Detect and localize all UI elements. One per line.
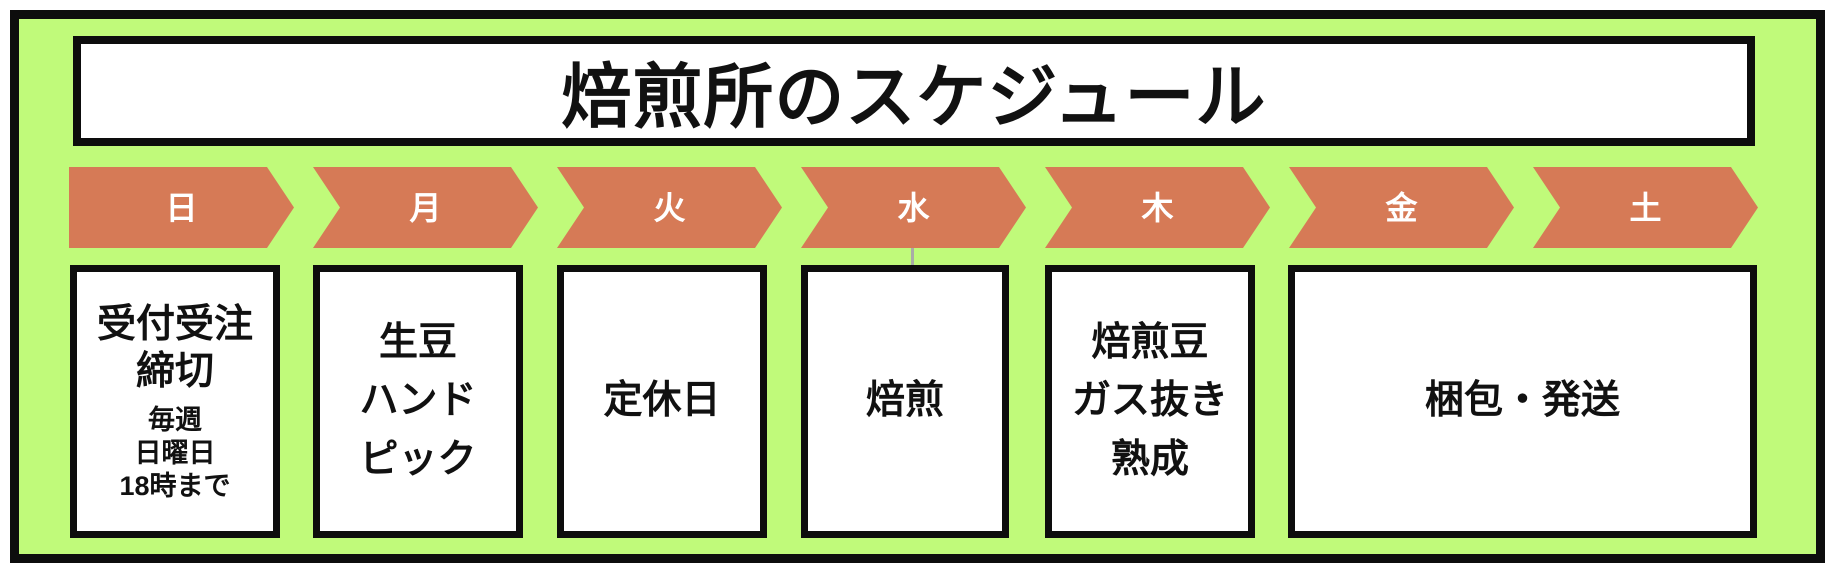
task-line: 締切	[135, 350, 214, 394]
task-box-tuesday: 定休日	[557, 265, 767, 538]
day-label-sunday: 日	[165, 189, 198, 226]
task-line: ガス抜き	[1071, 379, 1228, 423]
day-label-saturday: 土	[1629, 189, 1662, 226]
task-line: 梱包・発送	[1424, 379, 1620, 423]
task-line: 生豆	[378, 320, 457, 364]
task-line: 定休日	[603, 379, 721, 423]
day-arrow-thursday: 木	[1045, 167, 1270, 248]
day-label-thursday: 木	[1141, 189, 1174, 226]
task-line: 18時まで	[119, 470, 231, 501]
task-line: 毎週	[147, 404, 202, 435]
page-title: 焙煎所のスケジュール	[561, 57, 1267, 136]
day-label-wednesday: 水	[897, 189, 930, 226]
task-line: 受付受注	[96, 302, 253, 346]
task-line: 熟成	[1110, 437, 1189, 481]
day-arrow-tuesday: 火	[557, 167, 782, 248]
day-label-friday: 金	[1385, 189, 1418, 226]
day-arrow-friday: 金	[1289, 167, 1514, 248]
task-subtext: 毎週 日曜日 18時まで	[119, 404, 230, 503]
day-label-tuesday: 火	[653, 189, 686, 226]
task-box-monday: 生豆 ハンド ピック	[313, 265, 523, 538]
connector-line	[911, 248, 914, 266]
day-arrow-saturday: 土	[1533, 167, 1758, 248]
task-line: ピック	[359, 437, 477, 481]
day-arrow-monday: 月	[313, 167, 538, 248]
task-box-wednesday: 焙煎	[801, 265, 1009, 538]
task-box-friday-saturday: 梱包・発送	[1288, 265, 1757, 538]
day-arrow-wednesday: 水	[801, 167, 1026, 248]
task-line: 日曜日	[134, 437, 216, 468]
day-arrow-sunday: 日	[69, 167, 294, 248]
task-box-sunday: 受付受注 締切 毎週 日曜日 18時まで	[70, 265, 280, 538]
task-line: ハンド	[359, 379, 477, 423]
task-line: 焙煎	[865, 379, 944, 423]
task-line: 焙煎豆	[1091, 320, 1209, 364]
day-label-monday: 月	[409, 189, 442, 226]
title-box: 焙煎所のスケジュール	[73, 36, 1755, 146]
task-box-thursday: 焙煎豆 ガス抜き 熟成	[1045, 265, 1255, 538]
